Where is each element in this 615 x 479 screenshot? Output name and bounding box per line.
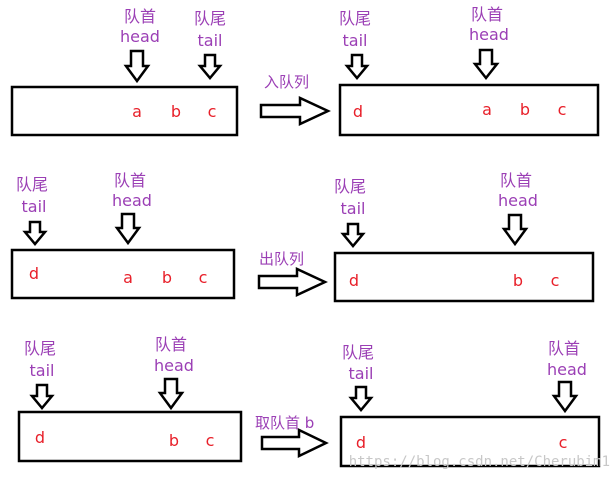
cell-d: d xyxy=(35,428,45,447)
row-1-operation: 入队列 xyxy=(259,73,331,126)
tail-label-cn: 队尾 xyxy=(16,175,48,194)
row-2-operation: 出队列 xyxy=(257,250,328,297)
head-label-cn: 队首 xyxy=(500,171,532,190)
tail-label-en: tail xyxy=(22,197,47,216)
cell-c: c xyxy=(208,102,217,121)
watermark: https://blog.csdn.net/Cherubim1 xyxy=(349,454,610,470)
front-label: 取队首 b xyxy=(255,414,314,432)
cell-c: c xyxy=(206,431,215,450)
head-label-en: head xyxy=(498,191,538,210)
head-down-arrow xyxy=(551,380,579,414)
head-label-cn: 队首 xyxy=(548,339,580,358)
cell-b: b xyxy=(162,268,172,287)
tail-label-cn: 队尾 xyxy=(24,339,56,358)
tail-down-arrow xyxy=(22,220,48,246)
queue-box xyxy=(10,248,236,300)
cell-c: c xyxy=(551,271,560,290)
tail-label-cn: 队尾 xyxy=(334,177,366,196)
head-label-en: head xyxy=(547,360,587,379)
cell-d: d xyxy=(349,271,359,290)
queue-box xyxy=(10,85,239,137)
row-1-before: 队首 head 队尾 tail a b c xyxy=(10,7,239,137)
tail-down-arrow xyxy=(340,222,366,248)
tail-down-arrow xyxy=(29,383,55,410)
head-label-en: head xyxy=(120,27,160,46)
queue-box xyxy=(333,251,595,303)
head-down-arrow xyxy=(114,212,142,246)
cell-b: b xyxy=(520,100,530,119)
head-down-arrow xyxy=(501,213,529,247)
cell-a: a xyxy=(132,102,142,121)
cell-d: d xyxy=(29,264,39,283)
tail-down-arrow xyxy=(197,53,223,80)
tail-label-cn: 队尾 xyxy=(194,9,226,28)
dequeue-label: 出队列 xyxy=(259,250,304,268)
head-label-en: head xyxy=(112,191,152,210)
tail-label-en: tail xyxy=(30,361,55,380)
head-down-arrow xyxy=(472,48,500,81)
right-arrow xyxy=(259,96,331,126)
tail-label-cn: 队尾 xyxy=(342,343,374,362)
head-label-cn: 队首 xyxy=(471,5,503,24)
cell-d: d xyxy=(356,433,366,452)
tail-label-en: tail xyxy=(341,199,366,218)
cell-d: d xyxy=(353,102,363,121)
row-2-before: 队尾 tail 队首 head d a b c xyxy=(10,171,236,300)
head-label-cn: 队首 xyxy=(124,7,156,26)
row-3-after: 队尾 tail 队首 head d c xyxy=(339,339,601,468)
head-label-en: head xyxy=(469,25,509,44)
head-label-cn: 队首 xyxy=(155,335,187,354)
head-down-arrow xyxy=(157,377,185,411)
tail-down-arrow xyxy=(344,53,370,80)
cell-b: b xyxy=(169,431,179,450)
right-arrow xyxy=(260,428,329,458)
cell-c: c xyxy=(199,268,208,287)
tail-down-arrow xyxy=(348,385,374,412)
row-3: 队尾 tail 队首 head d b c 取队首 b 队尾 tail 队首 h… xyxy=(17,335,601,468)
row-2-after: 队尾 tail 队首 head d b c xyxy=(333,171,595,303)
row-3-before: 队尾 tail 队首 head d b c xyxy=(17,335,243,463)
cell-b: b xyxy=(171,102,181,121)
row-1: 队首 head 队尾 tail a b c 入队列 队尾 tail 队首 hea… xyxy=(10,5,600,137)
tail-label-en: tail xyxy=(343,31,368,50)
enqueue-label: 入队列 xyxy=(264,73,309,91)
queue-box xyxy=(17,410,243,463)
queue-box xyxy=(338,83,600,137)
head-down-arrow xyxy=(123,49,151,84)
row-1-after: 队尾 tail 队首 head d a b c xyxy=(338,5,600,137)
row-3-operation: 取队首 b xyxy=(255,414,329,458)
cell-b: b xyxy=(513,271,523,290)
head-label-cn: 队首 xyxy=(114,171,146,190)
queue-box xyxy=(339,415,601,468)
cell-a: a xyxy=(123,268,133,287)
tail-label-en: tail xyxy=(198,31,223,50)
row-2: 队尾 tail 队首 head d a b c 出队列 队尾 tail 队首 h… xyxy=(10,171,595,303)
right-arrow xyxy=(257,267,328,297)
tail-label-en: tail xyxy=(349,364,374,383)
cell-c: c xyxy=(558,100,567,119)
head-label-en: head xyxy=(154,356,194,375)
cell-a: a xyxy=(482,100,492,119)
tail-label-cn: 队尾 xyxy=(339,9,371,28)
cell-c: c xyxy=(559,433,568,452)
